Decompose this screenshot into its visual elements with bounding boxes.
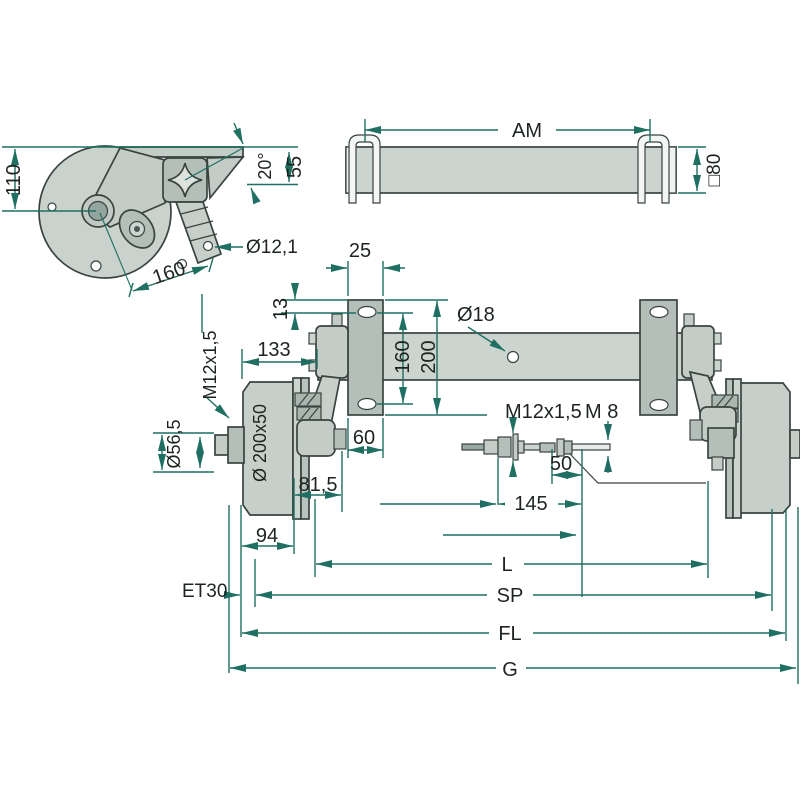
arm-bracket-left (315, 325, 349, 379)
dim-L-label: L (501, 554, 512, 576)
dim-hole-12-1-label: Ø12,1 (246, 237, 298, 258)
axle-tube-top-view: AM □80 (345, 119, 725, 204)
dim-160-detail-label: 160 (150, 257, 189, 289)
backplate-hole (90, 260, 102, 272)
arm-boss-left (296, 419, 336, 457)
brake-cable (461, 433, 706, 484)
beam-hole-18 (506, 350, 520, 364)
dim-110-label: 110 (3, 164, 25, 196)
arm-bracket-right (681, 325, 715, 379)
cable-thread-m12-label: M12x1,5 (505, 401, 582, 423)
mounting-plate-right (639, 299, 678, 416)
spring-clip-left (348, 134, 381, 204)
axle-front-view: 25 13 133 M12x1,5 160 200 Ø18 60 (153, 240, 800, 684)
hub-stub-right (789, 429, 800, 459)
dim-G-label: G (502, 659, 518, 681)
dim-hole-18-label: Ø18 (457, 304, 495, 326)
dim-145-label: 145 (514, 493, 547, 515)
dim-94-label: 94 (256, 525, 278, 547)
wheel-studs-right (707, 427, 735, 459)
dim-ET30-label: ET30 (182, 581, 227, 602)
dim-50-label: 50 (550, 453, 572, 475)
dim-SP-label: SP (497, 585, 524, 607)
dim-60-label: 60 (353, 427, 375, 449)
brake-lever-arm (174, 201, 223, 265)
dim-square80-label: □80 (704, 154, 725, 187)
dim-81-5-label: 81,5 (299, 474, 338, 496)
dim-200-label: 200 (418, 340, 440, 373)
dim-13-label: 13 (270, 298, 292, 320)
dim-25-label: 25 (349, 240, 371, 262)
dim-am-label: AM (512, 120, 542, 142)
gusset-triangle (206, 156, 245, 201)
cable-thread-m8-label: M 8 (585, 401, 618, 423)
torsion-elements-left (294, 392, 322, 421)
lever-hole (202, 240, 214, 252)
spring-clip-right (637, 134, 670, 204)
dim-drum-label: Ø 200x50 (250, 404, 270, 482)
dim-20deg-label: 20° (255, 152, 275, 179)
dim-133-label: 133 (257, 339, 290, 361)
brake-drum-right (739, 382, 791, 514)
backplate-hole (47, 202, 57, 212)
dim-55-label: 55 (284, 156, 306, 178)
stud-thread-label: M12x1,5 (200, 330, 220, 399)
dim-FL-label: FL (498, 623, 521, 645)
brake-drum-side-view: 110 55 20° 160 Ø12,1 (2, 122, 306, 298)
dim-160-label: 160 (392, 340, 414, 373)
dim-56-5-label: Ø56,5 (164, 419, 184, 468)
axle-tube (345, 146, 677, 194)
